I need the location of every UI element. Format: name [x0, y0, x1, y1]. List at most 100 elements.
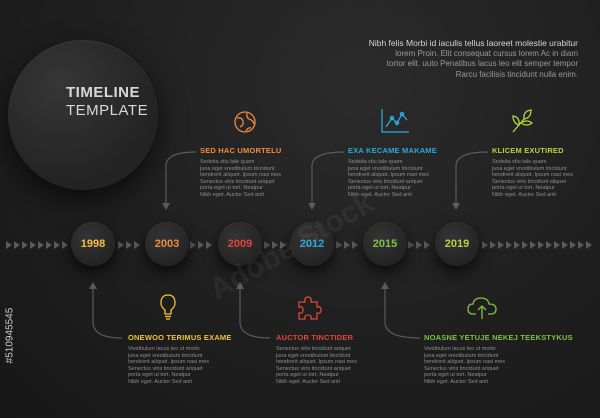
axis-chevron — [416, 241, 422, 249]
axis-chevron — [206, 241, 212, 249]
axis-chevron — [554, 241, 560, 249]
event-text-line: Sedeita stiu tale quam — [348, 159, 403, 165]
title-circle — [8, 40, 158, 190]
event-text-line: Senectus viris tincidunt ariquet — [200, 178, 275, 185]
year-node-2012: 2012 — [290, 222, 334, 266]
event-text-line: Sedeita stiu tale quam — [200, 159, 255, 165]
axis-chevron — [344, 241, 350, 249]
year-label: 2003 — [154, 238, 180, 250]
axis-chevron — [280, 241, 286, 249]
event-text-line: porta eget ut tort. Neatpur — [200, 185, 263, 192]
axis-chevron — [562, 241, 568, 249]
axis-chevron — [14, 241, 20, 249]
axis-chevron — [264, 241, 270, 249]
page-subtitle: TEMPLATE — [66, 102, 149, 119]
axis-chevron — [522, 241, 528, 249]
event-text-line: Senectus viris tincidunt ariquet — [424, 365, 499, 372]
intro-text: Nibh felis Morbi id iaculis tellus laore… — [318, 38, 578, 80]
event-text-line: Senectus viris tincidunt aliquet — [492, 178, 566, 185]
year-label: 2015 — [372, 238, 398, 250]
axis-chevron — [530, 241, 536, 249]
puzzle-icon — [298, 296, 322, 320]
event-description: Vestibulum lacus leo ut morbi juna eget … — [128, 346, 224, 386]
axis-chevron — [498, 241, 504, 249]
event-text-line: porta eget ut tort. Neatpur — [348, 185, 411, 192]
event-text-line: juna eget vrestibulum tincidunt — [348, 165, 423, 172]
event-title: NOASNE YETUJE NEKEJ TEEKSTYKUS — [424, 333, 573, 342]
page-title: TIMELINE — [66, 84, 140, 101]
event-text-line: Nibh eget. Auctor Sed anti — [128, 378, 192, 385]
axis-chevron — [54, 241, 60, 249]
event-text-line: Nibh eget. Auctor Sed anti — [348, 191, 412, 198]
event-text-line: Senectus viris tincidunt ariquet — [128, 365, 203, 372]
year-label: 1998 — [80, 238, 106, 250]
event-text-line: juna eget vrestibulum tincidunt — [200, 165, 275, 172]
axis-chevron — [118, 241, 124, 249]
axis-chevron — [482, 241, 488, 249]
event-text-line: Senectus viris tincidunt ariquet — [276, 365, 351, 372]
event-text-line: porta eget ut tort. Neatpur — [276, 372, 339, 379]
event-text-line: porta eget ut tort. Neatpur — [424, 372, 487, 379]
intro-line: tortor elit. uuto Penatibus lacus leo el… — [386, 59, 578, 68]
event-text-line: hendrerit aliquet. Ipsum nasi mes — [128, 359, 210, 366]
year-label: 2009 — [227, 238, 253, 250]
axis-chevron — [352, 241, 358, 249]
cloud-upload-icon — [467, 297, 497, 319]
axis-chevron — [546, 241, 552, 249]
year-node-2009: 2009 — [218, 222, 262, 266]
event-text-line: Nibh eget. Auctor Sed anti — [424, 378, 488, 385]
event-title: ONEWOO TERIMUS EXAME — [128, 333, 232, 342]
axis-chevron — [570, 241, 576, 249]
year-node-2003: 2003 — [145, 222, 189, 266]
axis-chevron — [272, 241, 278, 249]
axis-chevron — [506, 241, 512, 249]
event-text-line: juna eget vrestibulum tincidunt — [276, 352, 351, 359]
intro-line: Nibh felis Morbi id iaculis tellus laore… — [368, 38, 578, 48]
event-text-line: juna eget vrestibulum tincidunt — [128, 352, 203, 359]
event-text-line: hendrerit aliquet. Ipsum nasi mes — [492, 172, 574, 179]
year-label: 2012 — [299, 238, 325, 250]
event-text-line: porta eget ut tort. Neatpur — [128, 372, 191, 379]
event-text-line: Vestibulum lacus leo ut morbi — [424, 346, 496, 352]
axis-chevron — [424, 241, 430, 249]
event-title: AUCTOR TINCTIDER — [276, 333, 354, 342]
axis-chevron — [126, 241, 132, 249]
event-text-line: hendrerit aliquet. Ipsum nasi mes — [348, 172, 430, 179]
globe-icon — [234, 111, 256, 133]
event-text-line: juna eget vrestibulum tincidunt — [492, 165, 567, 172]
year-node-1998: 1998 — [71, 222, 115, 266]
timeline-axis — [6, 241, 592, 249]
leaves-icon — [512, 109, 534, 133]
event-text-line: juna eget vrestibulum tincidunt — [424, 352, 499, 359]
event-text-line: hendrerit aliquet. Ipsum nasi mes — [200, 172, 282, 179]
line-chart-icon — [381, 109, 409, 133]
axis-chevron — [538, 241, 544, 249]
event-title: SED HAC UMORTELU — [200, 146, 282, 155]
axis-chevron — [30, 241, 36, 249]
year-node-2019: 2019 — [435, 222, 479, 266]
event-text-line: Nibh eget. Auctor Sed anti — [492, 191, 556, 198]
event-text-line: Vestibulum lacus leo ut morbi — [128, 346, 200, 352]
axis-chevron — [38, 241, 44, 249]
event-description: Sedeita stiu tale quam juna eget vrestib… — [200, 159, 296, 199]
year-node-2015: 2015 — [363, 222, 407, 266]
event-card-2015: NOASNE YETUJE NEKEJ TEEKSTYKUS Vestibulu… — [424, 333, 573, 386]
event-text-line: Senectus viris tincidunt ariquet — [276, 346, 351, 352]
axis-chevron — [22, 241, 28, 249]
light-bulb-icon — [160, 294, 176, 320]
axis-chevron — [190, 241, 196, 249]
event-card-1998: ONEWOO TERIMUS EXAME Vestibulum lacus le… — [128, 333, 232, 386]
event-card-2009: AUCTOR TINCTIDER Senectus viris tincidun… — [276, 333, 372, 386]
event-description: Vestibulum lacus leo ut morbi juna eget … — [424, 346, 520, 386]
axis-chevron — [336, 241, 342, 249]
event-text-line: Nibh eget. Auctor Sed anti — [276, 378, 340, 385]
event-text-line: hendrerit aliquet. Ipsum nasi mes — [276, 359, 358, 366]
axis-chevron — [586, 241, 592, 249]
event-card-2019: KLICEM EXUTIRED Sedeita stiu tale quam j… — [492, 146, 588, 199]
axis-chevron — [198, 241, 204, 249]
event-text-line: Sedeita stiu tale quam — [492, 159, 547, 165]
event-text-line: porta eget ut tort. Neatpur — [492, 185, 555, 192]
intro-line: Rarcu facilisis tincidunt nulla enim. — [455, 69, 578, 79]
event-card-2012: EXA KECAME MAKAME Sedeita stiu tale quam… — [348, 146, 444, 199]
